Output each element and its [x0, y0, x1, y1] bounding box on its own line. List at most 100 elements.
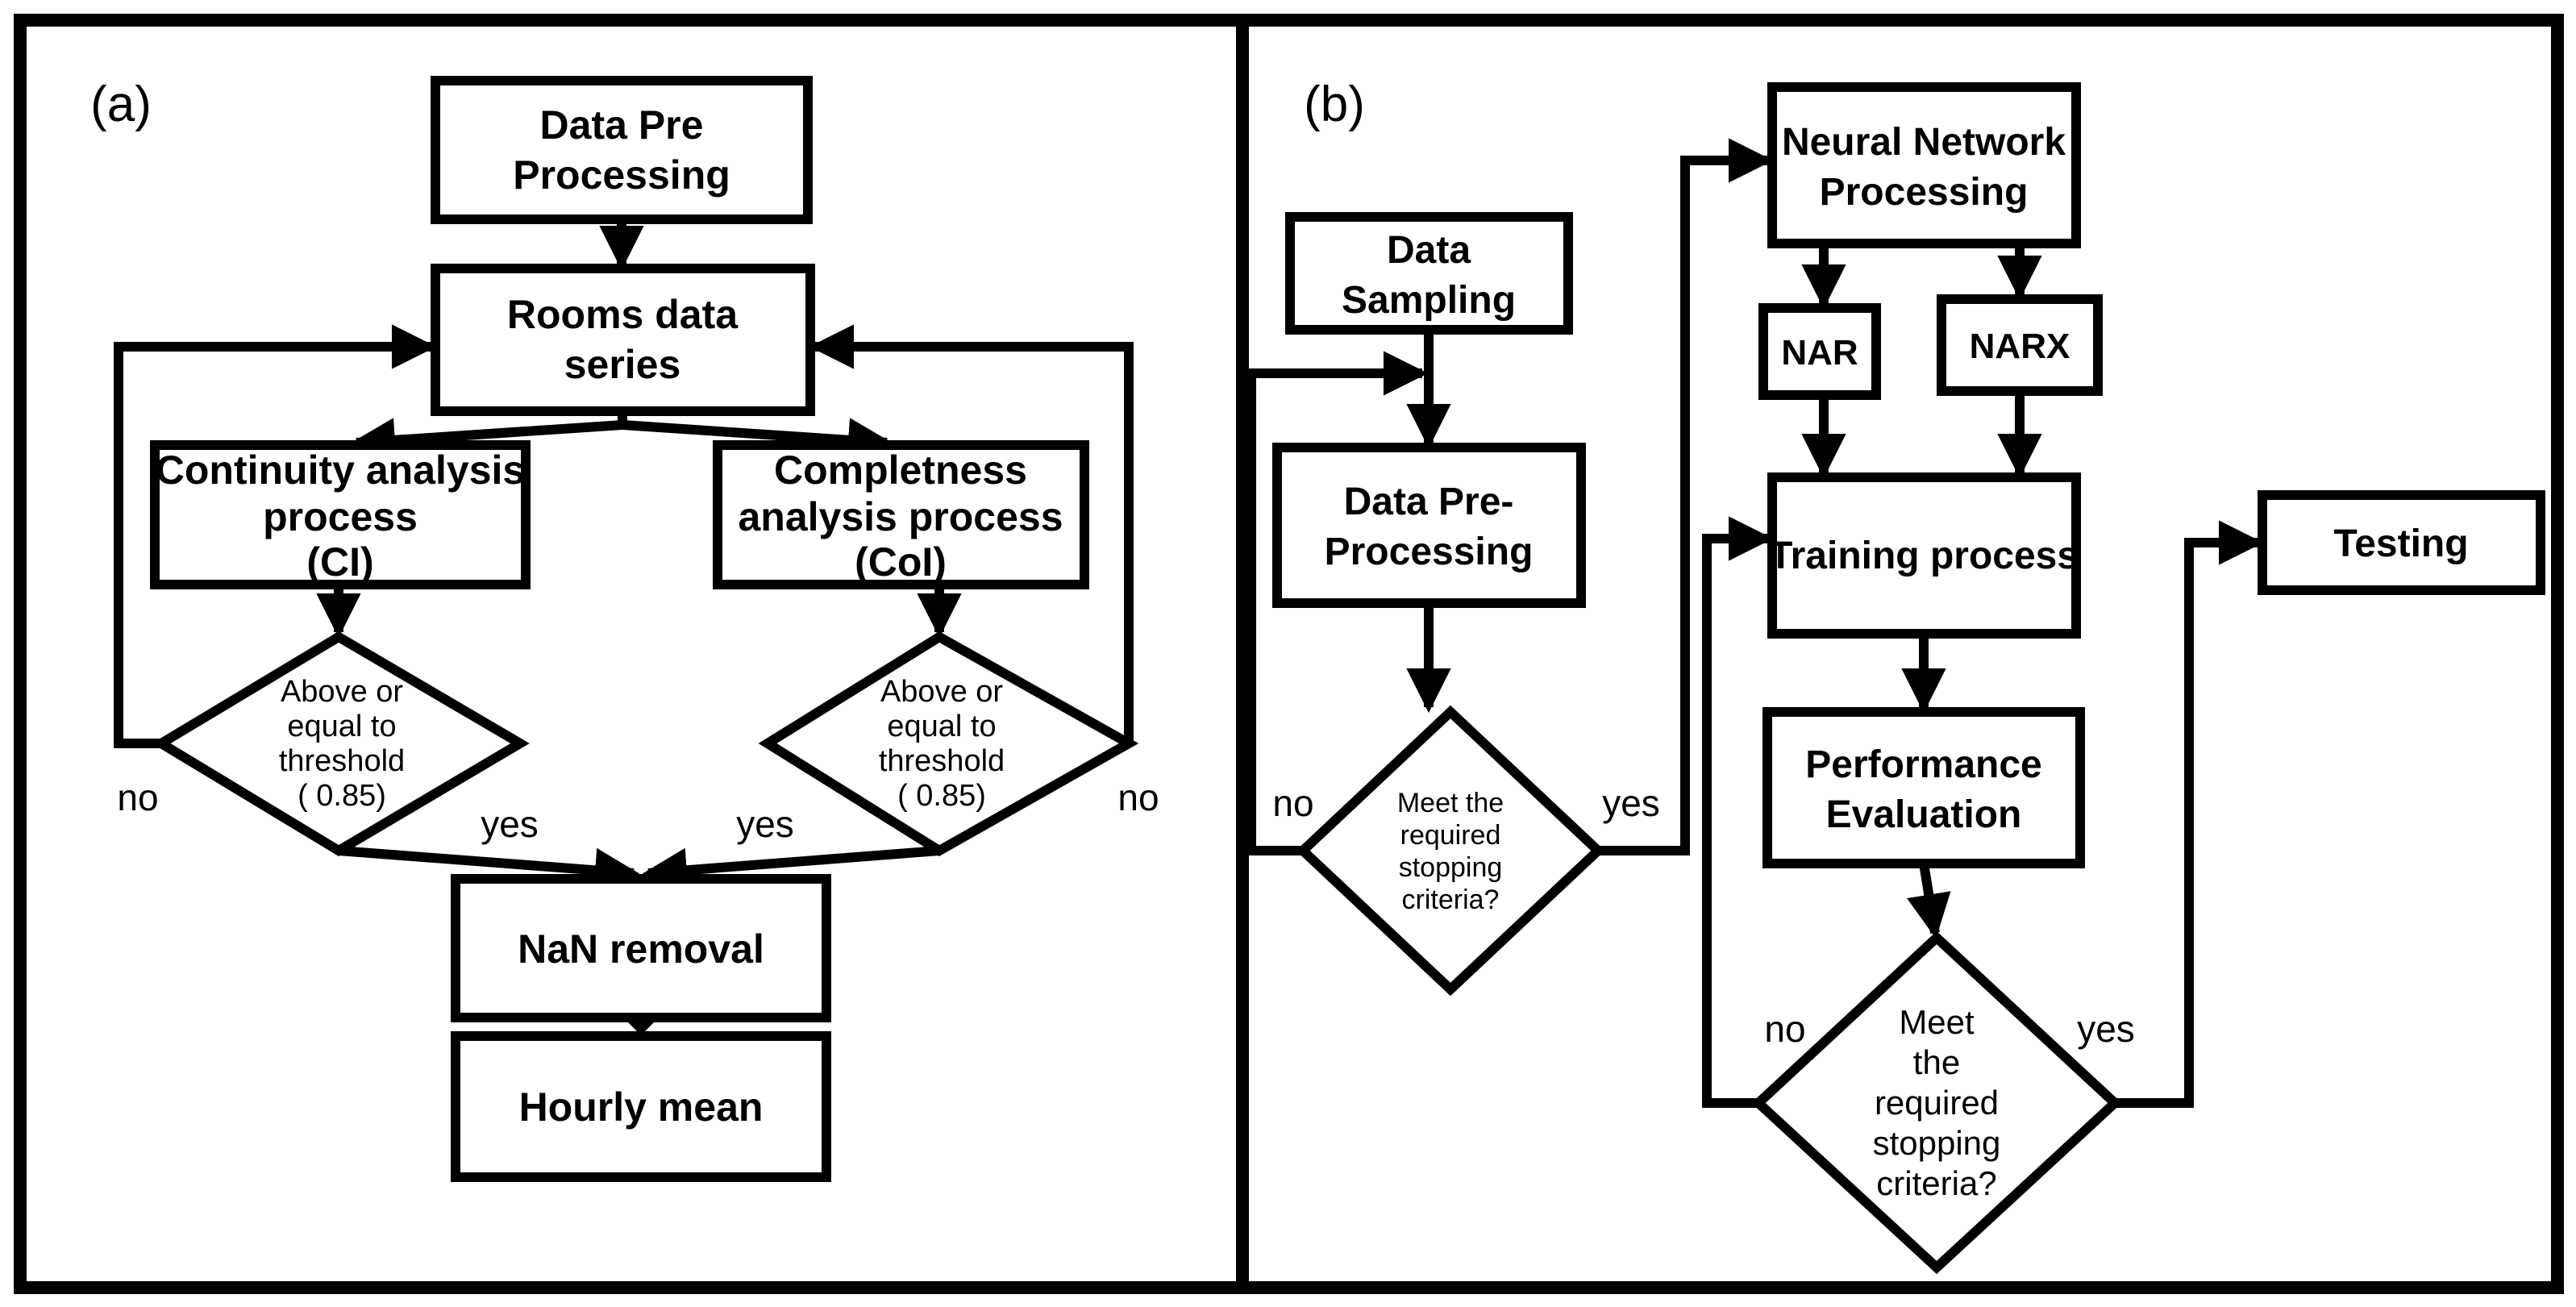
- node-b-decision1-diamond: [1296, 705, 1605, 997]
- panel-b: (b) Data Sampling Neural Network Pr: [1246, 77, 2545, 1275]
- figure-border: [14, 14, 2564, 1294]
- panel-b-edges: [1246, 138, 2264, 1108]
- node-a-data-pre-processing-line2: Processing: [513, 152, 730, 198]
- decision-right-line1: Above or: [880, 675, 1003, 709]
- label-b-no-2: no: [1764, 1008, 1805, 1050]
- node-b-nnp-line1: Neural Network: [1782, 121, 2066, 164]
- label-a-yes-right: yes: [736, 803, 794, 845]
- node-a-rooms-data-series: Rooms data series: [431, 264, 815, 416]
- node-a-rooms-line1: Rooms data: [507, 292, 739, 337]
- node-a-rooms-line2: series: [564, 342, 681, 387]
- node-b-training-label: Training process: [1769, 535, 2079, 577]
- edge-yes2-to-testing: [2115, 520, 2264, 1108]
- panel-a: (a) Data Pre Processing Rooms data: [90, 76, 1159, 1182]
- edge-no-loop-2: [1702, 516, 1774, 1108]
- decision-right-line2: equal to: [887, 710, 996, 743]
- node-b-nnp-line2: Processing: [1820, 171, 2029, 214]
- node-b-data-sampling: Data Sampling: [1285, 212, 1573, 335]
- node-b-training-box: [1767, 472, 2081, 639]
- node-b-narx: NARX: [1937, 294, 2103, 396]
- node-a-threshold-decision-left: Above or equal to threshold ( 0.85): [152, 631, 530, 856]
- edge-nan-to-hourly-arrowhead: [626, 1021, 655, 1035]
- node-b-decision2-diamond: [1751, 930, 2122, 1275]
- node-a-completness-line2: analysis process: [738, 494, 1063, 539]
- edge-no-loop-right: [809, 324, 1134, 743]
- decision1-line1: Meet the: [1397, 788, 1504, 818]
- node-a-data-pre-processing-line1: Data Pre: [540, 102, 704, 148]
- node-b-stop-decision-1: Meet the required stopping criteria?: [1296, 705, 1605, 997]
- node-b-testing: Testing: [2258, 490, 2545, 595]
- label-a-no-left: no: [117, 776, 158, 818]
- node-a-hourly-mean: Hourly mean: [451, 1031, 831, 1182]
- panel-b-label: (b): [1304, 77, 1365, 132]
- node-b-data-pre-line1: Data Pre-: [1344, 481, 1514, 523]
- node-a-rooms-data-series-box: [431, 264, 815, 416]
- node-a-decision-right-diamond: [758, 631, 1139, 856]
- node-b-data-pre-processing-box: [1272, 443, 1586, 608]
- decision2-line4: stopping: [1873, 1124, 2001, 1162]
- node-b-data-sampling-line2: Sampling: [1342, 279, 1516, 322]
- node-a-data-pre-processing-box: [431, 76, 813, 224]
- decision-right-line4: ( 0.85): [897, 779, 986, 813]
- node-b-stop-decision-2: Meet the required stopping criteria?: [1751, 930, 2122, 1275]
- node-b-testing-label: Testing: [2333, 522, 2468, 565]
- node-b-narx-label: NARX: [1970, 327, 2070, 366]
- edge-performance-to-decision2: [1907, 863, 1951, 939]
- node-b-data-pre-line2: Processing: [1325, 531, 1534, 573]
- label-a-yes-left: yes: [481, 803, 539, 845]
- node-b-nar-box: [1758, 303, 1881, 400]
- node-a-continuity-box: [150, 440, 531, 589]
- label-b-yes-1: yes: [1602, 782, 1660, 824]
- edge-no-loop-1: [1246, 351, 1429, 855]
- node-a-completness-line3: (CoI): [855, 539, 947, 585]
- node-b-training-process: Training process: [1767, 472, 2081, 639]
- edge-yes1-to-neural-network: [1598, 138, 1774, 855]
- node-b-data-sampling-box: [1285, 212, 1573, 335]
- node-a-nan-removal: NaN removal: [451, 874, 831, 1022]
- decision-left-line1: Above or: [281, 675, 403, 709]
- node-a-nan-removal-label: NaN removal: [518, 926, 764, 972]
- edge-no-loop-left: [114, 324, 437, 748]
- node-b-nar: NAR: [1758, 303, 1881, 400]
- node-b-performance-box: [1762, 707, 2085, 868]
- node-a-continuity-analysis: Continuity analysis process (CI): [150, 440, 531, 589]
- node-b-neural-network-processing: Neural Network Processing: [1767, 82, 2081, 248]
- decision-left-line3: threshold: [279, 744, 405, 778]
- decision1-line4: criteria?: [1402, 885, 1500, 915]
- edge-yes-left-to-nan: [338, 846, 640, 893]
- node-a-completness-line1: Completness: [774, 447, 1027, 493]
- decision-left-line4: ( 0.85): [298, 779, 386, 813]
- node-a-nan-removal-box: [451, 874, 831, 1022]
- node-a-completness-analysis: Completness analysis process (CoI): [713, 440, 1089, 589]
- decision2-line2: the: [1913, 1043, 1960, 1081]
- decision-left-line2: equal to: [287, 710, 396, 743]
- node-a-continuity-line1: Continuity analysis: [156, 447, 525, 493]
- node-b-data-sampling-line1: Data: [1387, 229, 1471, 272]
- decision1-line2: required: [1400, 820, 1501, 851]
- node-b-data-pre-processing: Data Pre- Processing: [1272, 443, 1586, 608]
- node-b-performance-line2: Evaluation: [1826, 793, 2022, 836]
- node-a-decision-left-diamond: [152, 631, 530, 856]
- node-b-performance-line1: Performance: [1805, 743, 2041, 786]
- node-b-performance-evaluation: Performance Evaluation: [1762, 707, 2085, 868]
- node-a-continuity-line3: (CI): [306, 539, 373, 585]
- node-b-nar-label: NAR: [1781, 333, 1858, 373]
- decision2-line1: Meet: [1899, 1003, 1975, 1041]
- panel-a-label: (a): [90, 77, 152, 132]
- label-b-yes-2: yes: [2077, 1008, 2135, 1050]
- decision2-line5: criteria?: [1876, 1164, 1996, 1202]
- edge-rooms-to-completness: [622, 418, 893, 463]
- node-a-continuity-line2: process: [263, 494, 418, 539]
- edge-rooms-to-continuity: [350, 418, 623, 463]
- node-a-threshold-decision-right: Above or equal to threshold ( 0.85): [758, 631, 1139, 856]
- node-b-testing-box: [2258, 490, 2545, 595]
- label-a-no-right: no: [1117, 776, 1159, 818]
- edge-yes-right-to-nan: [642, 846, 940, 893]
- node-b-narx-box: [1937, 294, 2103, 396]
- node-a-completness-box: [713, 440, 1089, 589]
- label-b-no-1: no: [1272, 782, 1313, 824]
- node-a-hourly-mean-box: [451, 1031, 831, 1182]
- node-a-data-pre-processing: Data Pre Processing: [431, 76, 813, 224]
